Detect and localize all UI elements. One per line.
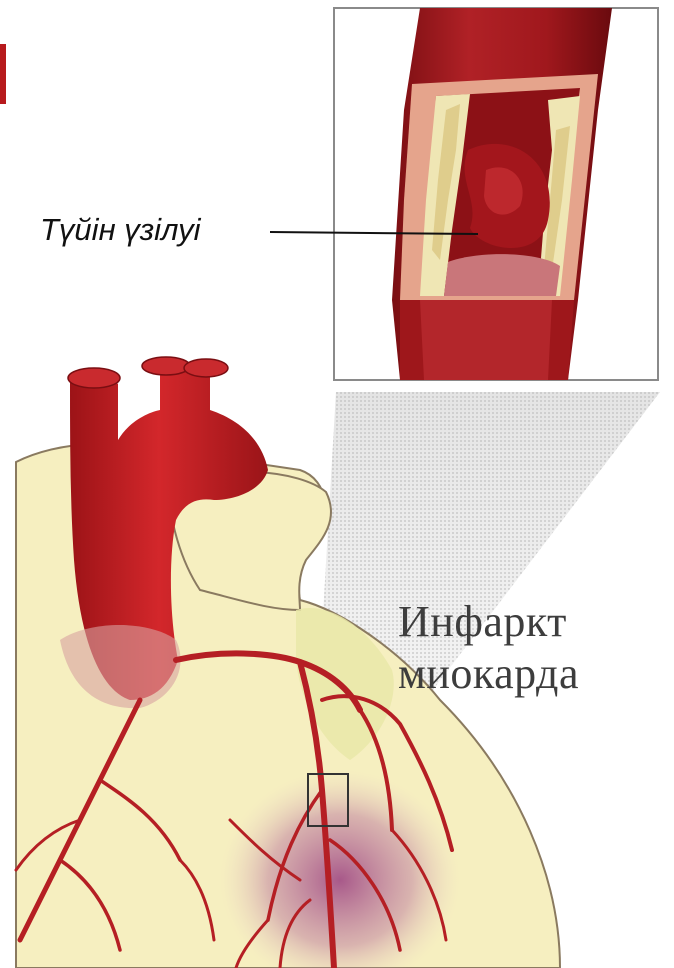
edge-mark	[0, 44, 6, 104]
artery-inset	[334, 8, 658, 380]
mi-label-line-1: Инфаркт	[398, 596, 579, 648]
myocardial-infarction-label: Инфаркт миокарда	[398, 596, 579, 700]
mi-label-line-2: миокарда	[398, 648, 579, 700]
plaque-rupture-label: Түйін үзілуі	[40, 212, 201, 248]
